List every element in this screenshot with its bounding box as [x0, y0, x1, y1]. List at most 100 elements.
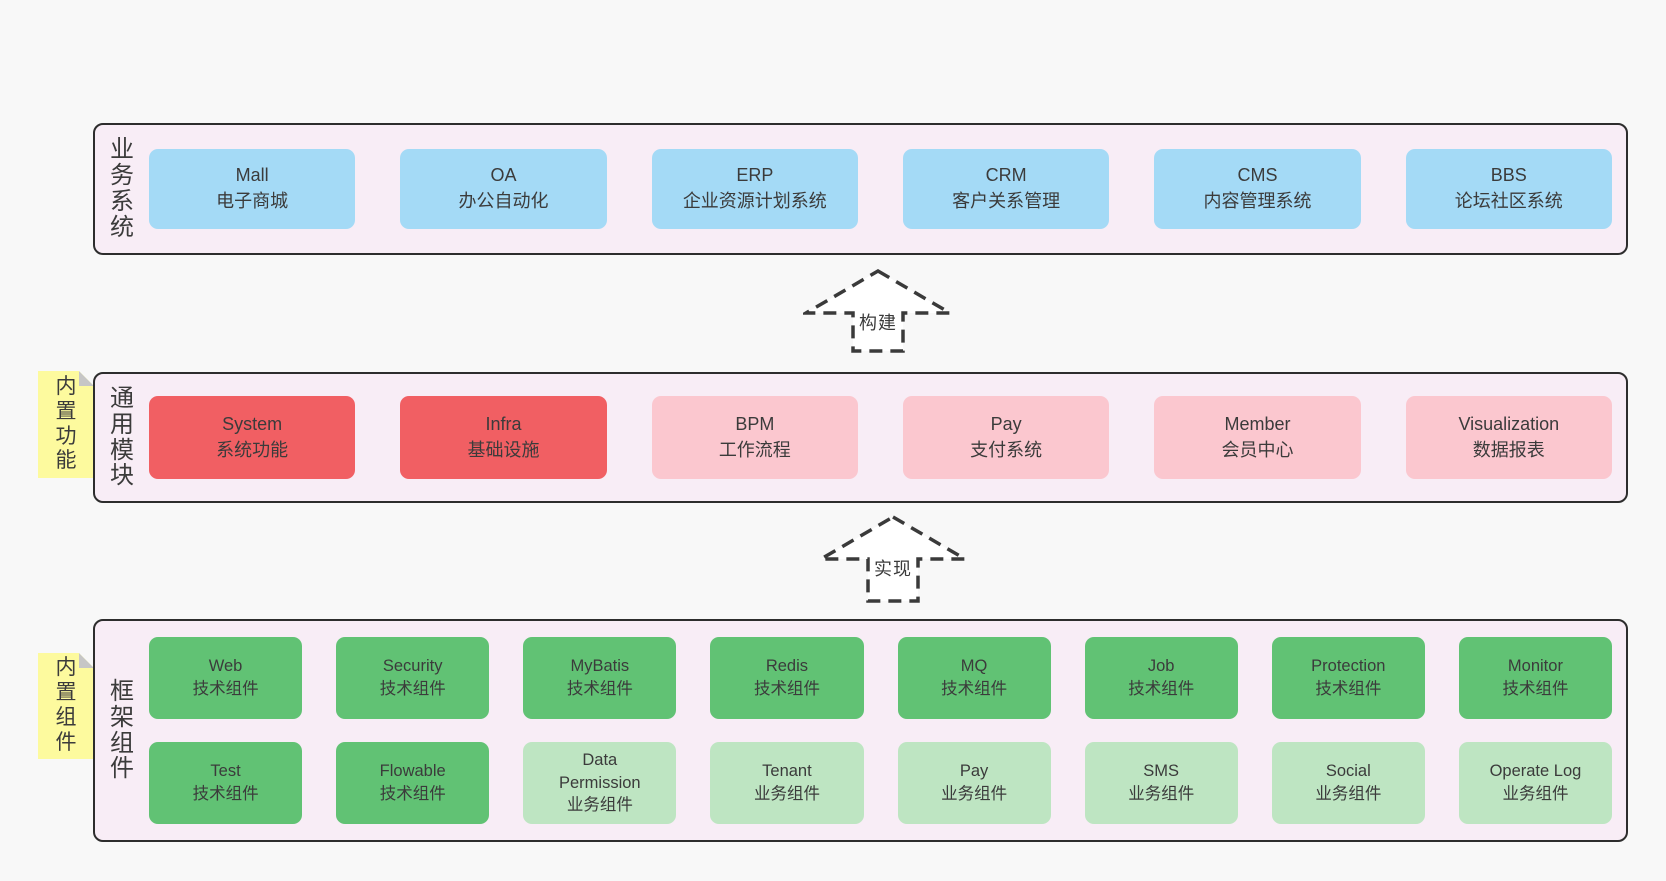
box-title: Redis	[765, 657, 809, 676]
box-title: OA	[490, 165, 517, 186]
panel-business-systems: 业务系统 Mall 电子商城 OA 办公自动化 ERP 企业资源计划系统 CRM…	[93, 123, 1628, 255]
box-infra: Infra 基础设施	[400, 396, 607, 479]
panel-label-common-modules: 通用模块	[110, 384, 134, 490]
box-title: Social	[1325, 762, 1371, 781]
tech-components-row: Web 技术组件 Security 技术组件 MyBatis 技术组件 Redi…	[149, 637, 1612, 719]
box-subtitle: 技术组件	[1128, 680, 1195, 698]
box-mybatis: MyBatis 技术组件	[523, 637, 677, 719]
box-subtitle: 业务组件	[941, 785, 1008, 803]
box-title: BPM	[735, 413, 775, 434]
box-flowable: Flowable 技术组件	[336, 742, 490, 824]
box-monitor: Monitor 技术组件	[1458, 637, 1612, 719]
box-title: Data Permission	[559, 750, 641, 792]
box-job: Job 技术组件	[1084, 637, 1238, 719]
box-subtitle: 基础设施	[467, 439, 540, 460]
box-visualization: Visualization 数据报表	[1405, 396, 1612, 479]
box-subtitle: 业务组件	[1128, 785, 1195, 803]
box-system: System 系统功能	[149, 396, 356, 479]
box-redis: Redis 技术组件	[710, 637, 864, 719]
business-boxes-row: Mall 电子商城 OA 办公自动化 ERP 企业资源计划系统 CRM 客户关系…	[141, 149, 1626, 229]
box-title: Protection	[1311, 657, 1386, 676]
box-tenant: Tenant 业务组件	[710, 742, 864, 824]
arrow-implement-label: 实现	[871, 554, 915, 582]
box-title: Web	[208, 657, 243, 676]
box-social: Social 业务组件	[1271, 742, 1425, 824]
box-bpm: BPM 工作流程	[651, 396, 858, 479]
panel-label-framework-components: 框架组件	[110, 677, 134, 783]
box-subtitle: 内容管理系统	[1203, 191, 1312, 211]
box-title: Job	[1147, 657, 1175, 676]
panel-framework-components: 框架组件 Web 技术组件 Security 技术组件 MyBatis 技术组件…	[93, 619, 1628, 842]
box-title: Visualization	[1458, 413, 1560, 434]
box-subtitle: 工作流程	[718, 439, 791, 460]
box-subtitle: 技术组件	[753, 680, 820, 698]
box-title: Mall	[235, 165, 269, 186]
box-title: Flowable	[379, 762, 446, 781]
box-subtitle: 技术组件	[192, 680, 259, 698]
box-sms: SMS 业务组件	[1084, 742, 1238, 824]
box-subtitle: 业务组件	[753, 785, 820, 803]
box-subtitle: 技术组件	[1315, 680, 1382, 698]
box-oa: OA 办公自动化	[400, 149, 607, 229]
sticky-note-built-in-features: 内置功能	[38, 371, 94, 478]
box-web: Web 技术组件	[149, 637, 303, 719]
box-erp: ERP 企业资源计划系统	[651, 149, 858, 229]
arrow-label-wrap: 实现	[818, 554, 968, 582]
box-pay-component: Pay 业务组件	[897, 742, 1051, 824]
box-subtitle: 技术组件	[379, 785, 446, 803]
box-data-permission: Data Permission 业务组件	[523, 742, 677, 824]
box-title: Infra	[485, 413, 522, 434]
box-cms: CMS 内容管理系统	[1154, 149, 1361, 229]
panel-common-modules: 通用模块 System 系统功能 Infra 基础设施 BPM 工作流程 Pay…	[93, 372, 1628, 503]
box-title: Monitor	[1507, 657, 1563, 676]
box-title: MyBatis	[570, 657, 630, 676]
box-protection: Protection 技术组件	[1271, 637, 1425, 719]
box-mall: Mall 电子商城	[149, 149, 356, 229]
sticky-note-built-in-components: 内置组件	[38, 653, 94, 759]
box-subtitle: 业务组件	[1315, 785, 1382, 803]
box-subtitle: 业务组件	[1502, 785, 1569, 803]
sticky-label: 内置功能	[55, 374, 77, 473]
sticky-label: 内置组件	[55, 656, 77, 754]
box-title: Operate Log	[1489, 762, 1582, 781]
box-subtitle: 技术组件	[192, 785, 259, 803]
box-subtitle: 系统功能	[216, 439, 289, 460]
box-subtitle: 电子商城	[216, 191, 289, 211]
box-subtitle: 支付系统	[970, 439, 1043, 460]
box-bbs: BBS 论坛社区系统	[1405, 149, 1612, 229]
box-member: Member 会员中心	[1154, 396, 1361, 479]
box-mq: MQ 技术组件	[897, 637, 1051, 719]
folded-corner-icon	[79, 371, 94, 386]
arrow-implement: 实现	[818, 514, 968, 604]
panel-label-business-systems: 业务系统	[110, 136, 134, 241]
box-subtitle: 数据报表	[1472, 439, 1545, 460]
box-title: ERP	[736, 165, 774, 186]
box-subtitle: 企业资源计划系统	[682, 191, 827, 211]
box-title: Pay	[959, 762, 989, 781]
box-title: BBS	[1490, 165, 1527, 186]
box-subtitle: 论坛社区系统	[1454, 191, 1563, 211]
module-boxes-row: System 系统功能 Infra 基础设施 BPM 工作流程 Pay 支付系统…	[141, 396, 1626, 479]
box-title: Tenant	[762, 762, 812, 781]
box-subtitle: 会员中心	[1221, 439, 1294, 460]
box-title: System	[222, 413, 283, 434]
box-security: Security 技术组件	[336, 637, 490, 719]
box-title: SMS	[1143, 762, 1180, 781]
biz-components-row: Test 技术组件 Flowable 技术组件 Data Permission …	[149, 742, 1612, 824]
box-test: Test 技术组件	[149, 742, 303, 824]
box-subtitle: 技术组件	[1502, 680, 1569, 698]
box-title: Security	[382, 657, 443, 676]
box-crm: CRM 客户关系管理	[902, 149, 1110, 229]
box-subtitle: 办公自动化	[458, 191, 549, 211]
box-subtitle: 技术组件	[379, 680, 446, 698]
box-title: Member	[1224, 413, 1291, 434]
box-title: CRM	[985, 165, 1027, 186]
folded-corner-icon	[79, 653, 94, 668]
box-subtitle: 技术组件	[566, 680, 633, 698]
box-subtitle: 业务组件	[566, 796, 633, 815]
arrow-label-wrap: 构建	[803, 308, 953, 336]
box-title: MQ	[960, 657, 988, 676]
box-operate-log: Operate Log 业务组件	[1458, 742, 1612, 824]
component-rows: Web 技术组件 Security 技术组件 MyBatis 技术组件 Redi…	[141, 637, 1626, 824]
